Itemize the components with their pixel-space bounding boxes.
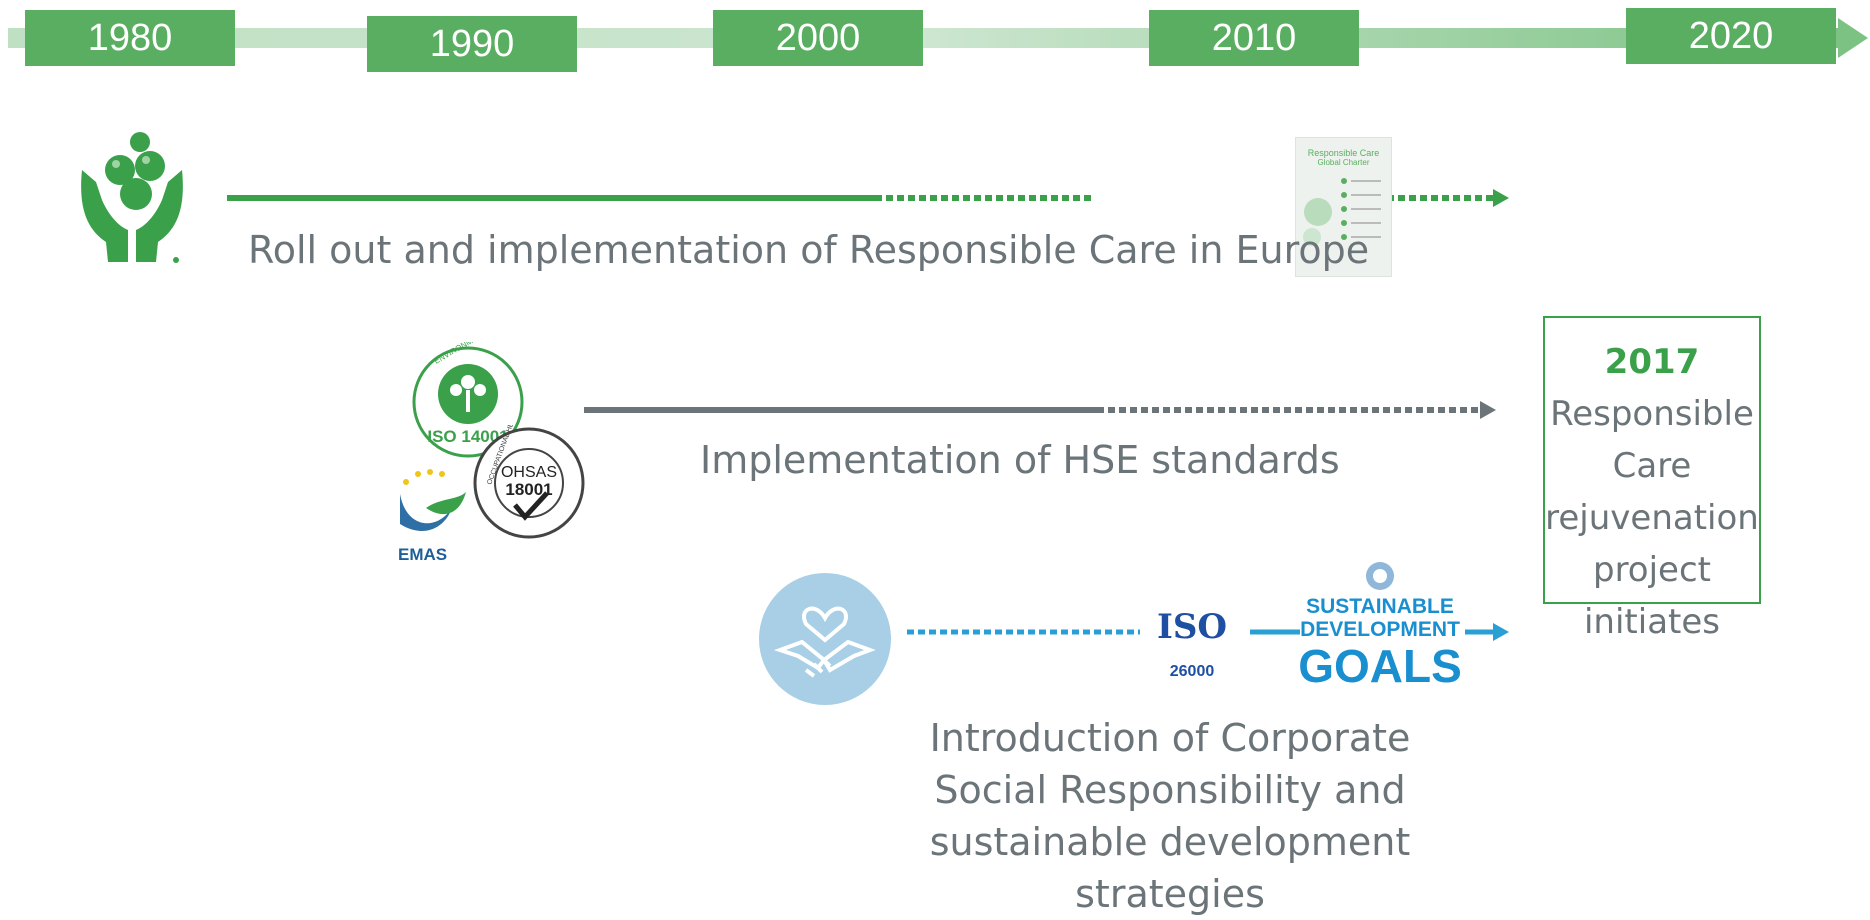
sdg-line2: DEVELOPMENT bbox=[1300, 618, 1460, 641]
emas-icon: EMAS bbox=[398, 469, 466, 564]
sdg-logo-icon: SUSTAINABLE DEVELOPMENT GOALS bbox=[1298, 562, 1462, 692]
iso14001-text: ISO 14001 bbox=[427, 427, 508, 446]
charter-graphic bbox=[1303, 178, 1381, 246]
global-charter-thumbnail: Responsible Care Global Charter bbox=[1295, 137, 1392, 277]
charter-title: Responsible Care bbox=[1307, 148, 1380, 158]
iso-14001-icon: ISO 14001 ENVIRONMENTAL MANAGEMENT SYSTE… bbox=[412, 342, 536, 458]
ohsas-18001-icon: OHSAS 18001 OCCUPATIONAL HEALTH & SAFETY bbox=[473, 425, 585, 539]
responsible-care-line bbox=[227, 189, 1509, 207]
charter-subtitle: Global Charter bbox=[1317, 158, 1370, 167]
year-label-1990: 1990 bbox=[367, 16, 577, 72]
emas-text: EMAS bbox=[398, 545, 447, 564]
responsible-care-label: Roll out and implementation of Responsib… bbox=[248, 228, 1370, 272]
sdg-line1: SUSTAINABLE bbox=[1306, 595, 1454, 618]
callout-2017: 2017 Responsible Care rejuvenation proje… bbox=[1543, 316, 1761, 642]
year-label-2000: 2000 bbox=[713, 10, 923, 66]
year-label-2010: 2010 bbox=[1149, 10, 1359, 66]
ohsas-number: 18001 bbox=[505, 480, 552, 499]
sdg-line3: GOALS bbox=[1298, 640, 1462, 692]
year-label-2020: 2020 bbox=[1626, 8, 1836, 64]
hse-line bbox=[584, 401, 1496, 419]
csr-line bbox=[907, 623, 1509, 641]
responsible-care-hands-icon bbox=[81, 132, 183, 263]
csr-handshake-icon bbox=[759, 573, 891, 705]
iso26000-name: ISO bbox=[1157, 607, 1227, 647]
hse-label: Implementation of HSE standards bbox=[700, 438, 1340, 482]
iso-26000-icon: ISO 26000 bbox=[1157, 592, 1227, 680]
callout-year: 2017 bbox=[1604, 342, 1700, 382]
iso26000-number: 26000 bbox=[1170, 663, 1215, 680]
timeline-arrow bbox=[8, 18, 1868, 58]
csr-label: Introduction of Corporate Social Respons… bbox=[929, 716, 1411, 916]
year-label-1980: 1980 bbox=[25, 10, 235, 66]
ohsas-name: OHSAS bbox=[501, 464, 557, 481]
callout-text: Responsible Care rejuvenation project in… bbox=[1545, 394, 1759, 642]
